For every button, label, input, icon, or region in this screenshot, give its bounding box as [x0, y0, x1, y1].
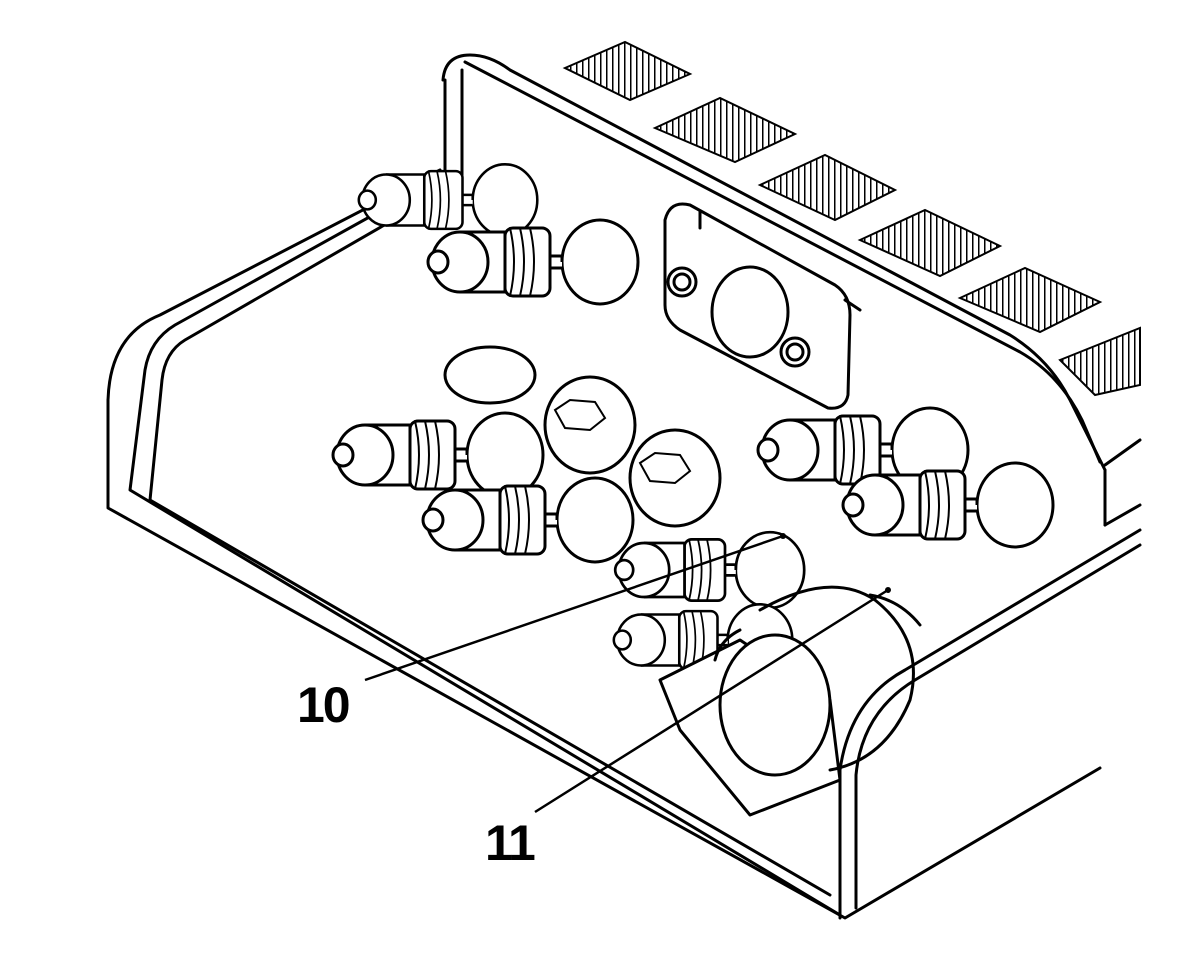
- cover-plate: [663, 202, 862, 410]
- leader-tip-10: [780, 533, 786, 539]
- accumulator: [658, 585, 922, 817]
- leader-tip-11: [885, 587, 891, 593]
- fittings: [331, 163, 1055, 677]
- callout-label-11: 11: [485, 815, 536, 871]
- cooling-fins: [562, 40, 1141, 397]
- plugs: [543, 375, 722, 528]
- leader-line-11: [534, 588, 889, 814]
- housing: [106, 53, 1142, 920]
- callout-label-10: 10: [297, 677, 351, 733]
- leader-line-10: [364, 534, 784, 682]
